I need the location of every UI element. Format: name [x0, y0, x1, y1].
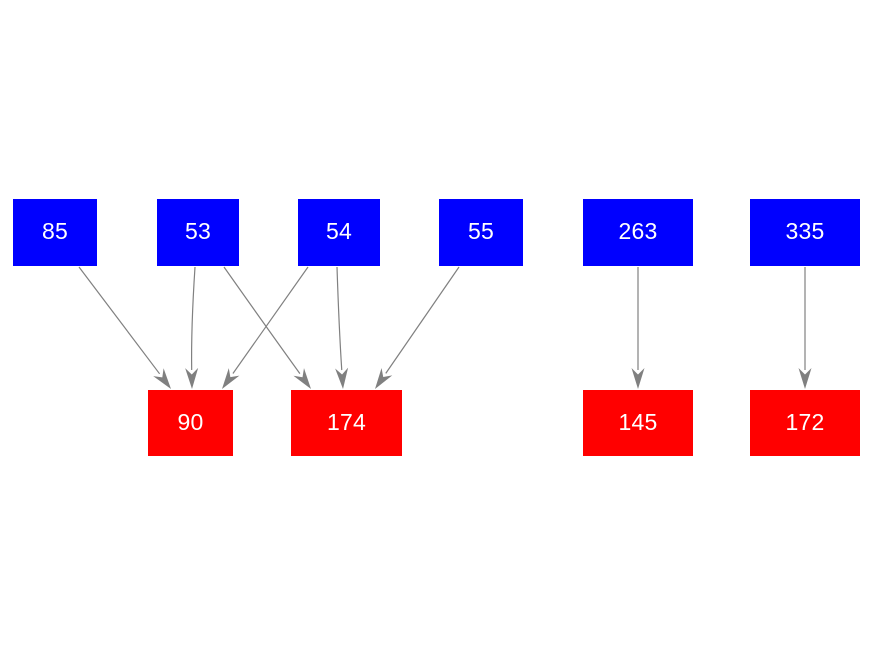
node-145[interactable]: 145 [583, 390, 693, 456]
node-54[interactable]: 54 [298, 199, 380, 266]
node-label: 53 [185, 218, 211, 244]
node-172[interactable]: 172 [750, 390, 860, 456]
edge-line [232, 266, 309, 374]
edge-55-to-174 [375, 266, 460, 389]
node-label: 263 [618, 218, 658, 244]
arrowhead-icon [335, 367, 349, 389]
edge-54-to-90 [222, 266, 309, 389]
node-label: 90 [177, 408, 204, 435]
node-55[interactable]: 55 [439, 199, 523, 266]
edge-line [78, 266, 161, 375]
edge-85-to-90 [78, 266, 171, 389]
edge-263-to-145 [631, 266, 645, 389]
edge-line [223, 266, 301, 374]
arrowhead-icon [375, 368, 393, 389]
arrowhead-icon [185, 367, 199, 389]
node-label: 174 [327, 408, 366, 435]
node-90[interactable]: 90 [148, 390, 233, 456]
node-label: 55 [468, 218, 494, 244]
node-label: 85 [42, 218, 68, 244]
node-263[interactable]: 263 [583, 199, 693, 266]
arrowhead-icon [798, 368, 812, 389]
edge-54-to-174 [335, 266, 349, 389]
node-85[interactable]: 85 [13, 199, 97, 266]
node-label: 54 [326, 218, 352, 244]
edge-line [190, 266, 196, 371]
edge-line [336, 266, 343, 371]
node-174[interactable]: 174 [291, 390, 402, 456]
node-label: 172 [785, 408, 825, 435]
node-335[interactable]: 335 [750, 199, 860, 266]
node-label: 145 [618, 408, 658, 435]
edge-53-to-90 [185, 266, 199, 389]
edge-53-to-174 [223, 266, 311, 389]
node-53[interactable]: 53 [157, 199, 239, 266]
edge-335-to-172 [798, 267, 812, 389]
arrowhead-icon [153, 368, 171, 389]
arrowhead-icon [293, 368, 311, 389]
edge-line [385, 266, 460, 374]
arrowhead-icon [222, 368, 240, 389]
arrowhead-icon [631, 368, 645, 389]
node-label: 335 [785, 218, 825, 244]
